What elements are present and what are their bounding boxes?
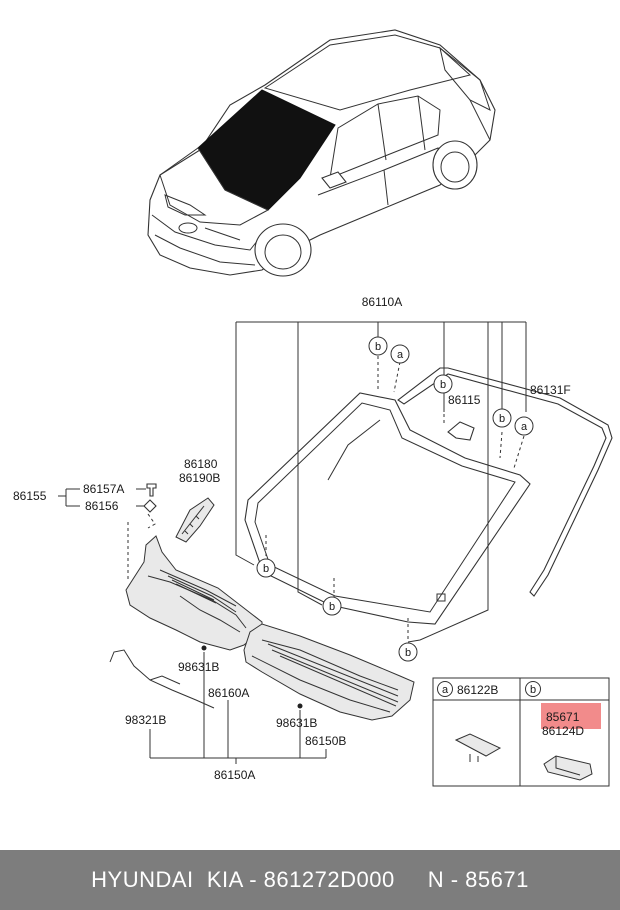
footer-bar: HYUNDAI KIA - 861272D000 N - 85671: [0, 850, 620, 910]
legend-box: a 86122B b 85671 86124D: [432, 677, 610, 787]
label-86150A: 86150A: [214, 768, 255, 782]
label-86150B: 86150B: [305, 734, 346, 748]
callout-b: b: [375, 341, 381, 353]
bracket-86180: [175, 497, 215, 543]
label-86155: 86155: [13, 489, 47, 503]
label-98321B: 98321B: [125, 713, 166, 727]
label-86131F: 86131F: [530, 383, 571, 397]
highlight-85671: [541, 703, 601, 729]
clip-86115: [447, 421, 475, 441]
label-98631B-2: 98631B: [276, 716, 317, 730]
washer-hose-98321B: [109, 649, 215, 709]
label-86190B: 86190B: [179, 471, 220, 485]
label-86110A: 86110A: [362, 295, 402, 309]
legend-a-part: 86122B: [457, 683, 498, 697]
callout-b: b: [440, 379, 446, 391]
label-98631B-1: 98631B: [178, 660, 219, 674]
label-86160A: 86160A: [208, 686, 249, 700]
leader-86110A: [235, 321, 527, 643]
label-86157A: 86157A: [83, 482, 124, 496]
legend-b-letter: b: [530, 684, 536, 696]
label-86180: 86180: [184, 457, 218, 471]
callout-a: a: [397, 349, 404, 361]
leader-86150A: [149, 652, 327, 764]
callout-b: b: [405, 647, 411, 659]
windshield-glass: [244, 392, 531, 625]
cowl-cover-86150B: [243, 623, 415, 721]
label-86156: 86156: [85, 499, 119, 513]
cowl-cover-86160A: [125, 535, 263, 651]
callout-b: b: [263, 563, 269, 575]
callout-b: b: [329, 601, 335, 613]
footer-part-number: HYUNDAI KIA - 861272D000 N - 85671: [91, 867, 529, 892]
clip-86156: [143, 499, 157, 513]
parts-diagram: b a b b a b b b 86110A 86131F 86115 8618…: [13, 29, 613, 787]
windshield-moulding: [397, 367, 613, 597]
label-86115: 86115: [448, 393, 481, 407]
callout-a: a: [521, 421, 528, 433]
legend-a-letter: a: [442, 684, 449, 696]
car-illustration: [147, 29, 496, 277]
callout-b: b: [499, 413, 505, 425]
callouts: b a b b a b b b: [256, 336, 534, 662]
screw-86157A: [146, 483, 157, 497]
legend-b-part: 86124D: [542, 724, 584, 738]
legend-b-highlight-part: 85671: [546, 710, 580, 724]
